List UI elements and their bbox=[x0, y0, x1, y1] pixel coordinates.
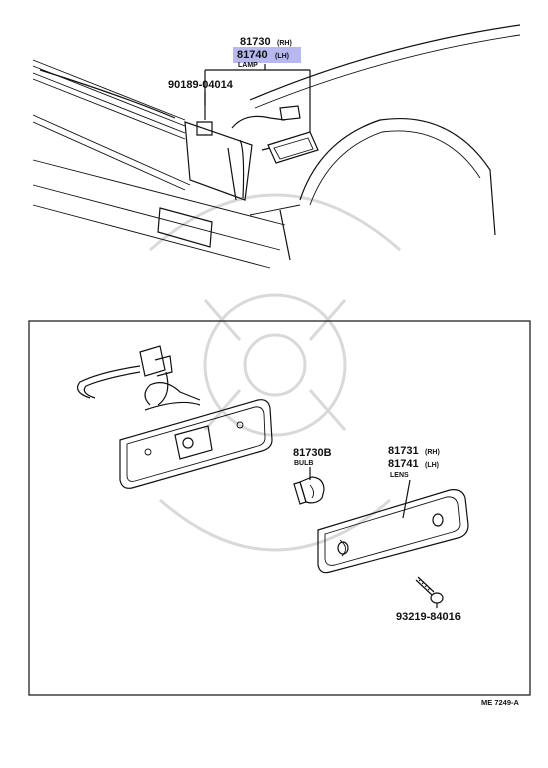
lamp-lh-side: (LH) bbox=[275, 53, 289, 60]
screw-part-number: 93219-84016 bbox=[396, 611, 461, 623]
lens-illustration bbox=[317, 489, 469, 574]
lamp-name-label: LAMP bbox=[238, 62, 258, 69]
lens-lh-part-number: 81741 bbox=[388, 458, 419, 470]
clip-part-number: 90189-04014 bbox=[168, 79, 234, 91]
lamp-rh-side: (RH) bbox=[277, 40, 292, 47]
vehicle-front-illustration bbox=[32, 24, 521, 269]
lamp-callout: 81730 (RH) 81740 (LH) LAMP bbox=[233, 36, 301, 69]
bulb-callout: 81730B BULB bbox=[293, 447, 332, 480]
wire-connector-illustration bbox=[77, 345, 173, 406]
lens-rh-side: (RH) bbox=[425, 449, 440, 456]
lamp-lh-highlight bbox=[233, 47, 301, 63]
lens-lh-side: (LH) bbox=[425, 462, 439, 469]
lamp-lh-part-number: 81740 bbox=[237, 49, 268, 61]
screw-callout: 93219-84016 bbox=[396, 603, 461, 623]
lamp-rh-part-number: 81730 bbox=[240, 36, 271, 48]
lamp-housing-illustration bbox=[119, 382, 273, 489]
bulb-illustration bbox=[293, 476, 325, 505]
clip-callout: 90189-04014 bbox=[168, 79, 234, 105]
watermark-emblem bbox=[149, 193, 401, 552]
bulb-name-label: BULB bbox=[294, 460, 313, 467]
diagram-reference-id: ME 7249-A bbox=[481, 698, 520, 707]
bulb-part-number: 81730B bbox=[293, 447, 332, 459]
lens-callout: 81731 (RH) 81741 (LH) LENS bbox=[388, 445, 440, 519]
lens-name-label: LENS bbox=[390, 472, 409, 479]
lens-rh-part-number: 81731 bbox=[388, 445, 419, 457]
detail-frame bbox=[28, 320, 531, 696]
screw-illustration bbox=[415, 576, 444, 604]
lamp-leader-lines bbox=[204, 64, 311, 132]
